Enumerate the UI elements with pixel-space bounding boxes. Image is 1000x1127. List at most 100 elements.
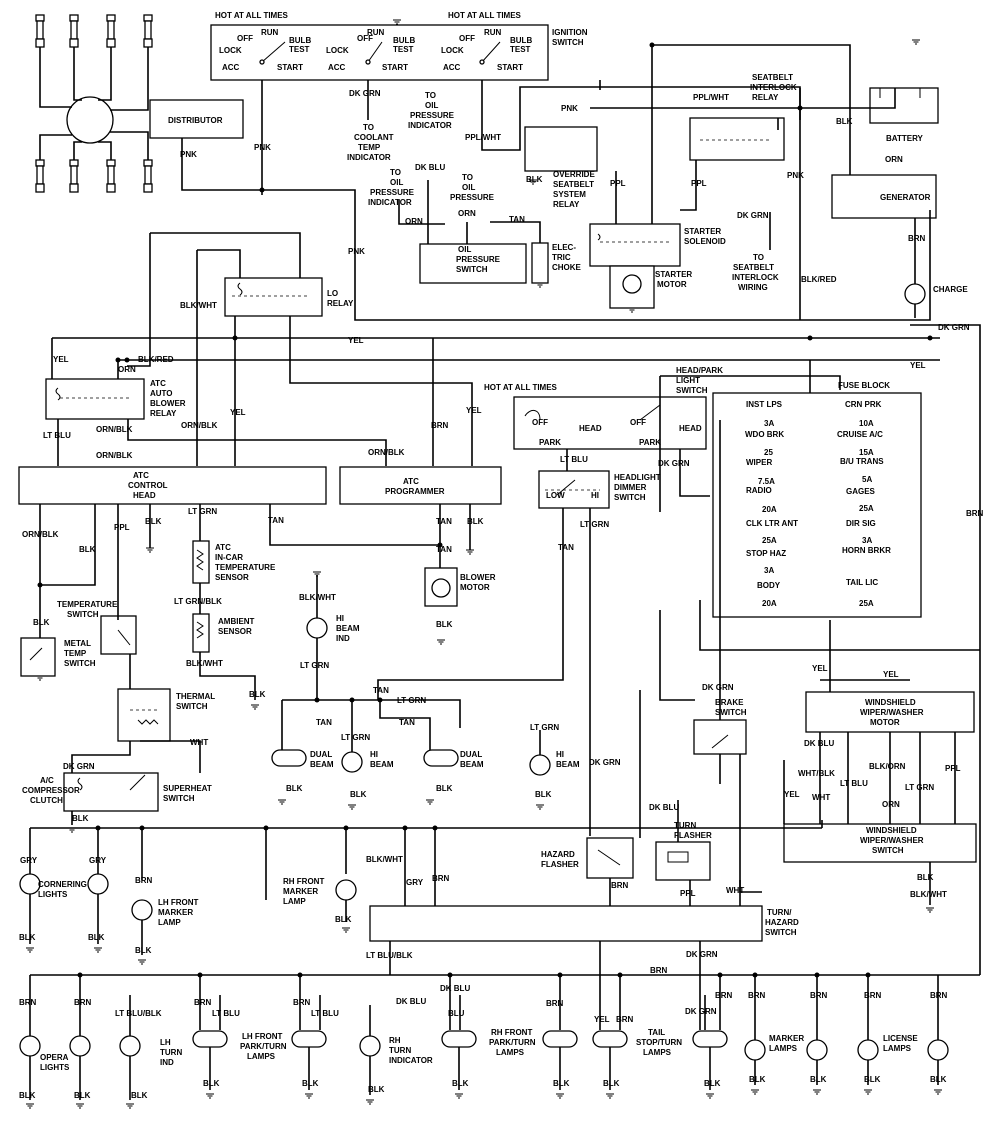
label-to-cool2: COOLANT xyxy=(354,133,394,142)
label-rhfp1: RH FRONT xyxy=(491,1028,532,1037)
label-blk-red-2: BLK/RED xyxy=(138,355,174,364)
label-blk-b5: BLK xyxy=(302,1079,319,1088)
label-hot-ign: HOT AT ALL TIMES xyxy=(215,11,289,20)
generator-box xyxy=(831,174,937,219)
label-tan-8: TAN xyxy=(399,718,415,727)
label-to-op2-2: OIL xyxy=(390,178,403,187)
label-hl-head1: HEAD xyxy=(579,424,602,433)
label-atc-prog2: PROGRAMMER xyxy=(385,487,445,496)
label-dk-grn-4: DK GRN xyxy=(658,459,690,468)
label-dk-grn-9: DK GRN xyxy=(685,1007,717,1016)
switch-contacts xyxy=(29,41,921,866)
label-f4b: 15A xyxy=(859,448,874,457)
label-brn-main: BRN xyxy=(650,966,668,975)
label-ign-sw2: SWITCH xyxy=(552,38,584,47)
splices xyxy=(37,42,933,978)
label-blk-b12: BLK xyxy=(810,1075,827,1084)
label-f5b: 7.5A xyxy=(758,477,775,486)
label-wss3: SWITCH xyxy=(872,846,904,855)
dimmer-switch-box xyxy=(538,470,610,509)
label-mark1: MARKER xyxy=(769,1034,804,1043)
label-f9a: CLK LTR ANT xyxy=(746,519,798,528)
label-dk-grn-8: DK GRN xyxy=(686,950,718,959)
label-orn-blk-2: ORN/BLK xyxy=(181,421,218,430)
label-lic2: LAMPS xyxy=(883,1044,912,1053)
label-ign-lock1: LOCK xyxy=(219,46,242,55)
label-brn-11: BRN xyxy=(616,1015,634,1024)
label-orn-blk-5: ORN/BLK xyxy=(22,530,59,539)
label-mark2: LAMPS xyxy=(769,1044,798,1053)
label-tan-3: TAN xyxy=(268,516,284,525)
label-orn-blk-4: ORN/BLK xyxy=(368,448,405,457)
label-ign-start3: START xyxy=(497,63,523,72)
label-choke1: ELEC- xyxy=(552,243,576,252)
label-haz-fl1: HAZARD xyxy=(541,850,575,859)
label-thermal2: SWITCH xyxy=(176,702,208,711)
label-f2a: CRN PRK xyxy=(845,400,882,409)
label-lt-grn-7: LT GRN xyxy=(905,783,934,792)
label-atc-relay3: BLOWER xyxy=(150,399,186,408)
label-wsm1: WINDSHIELD xyxy=(865,698,916,707)
label-db-1a: DUAL xyxy=(310,750,332,759)
label-f6b: 5A xyxy=(862,475,872,484)
label-dk-grn-6: DK GRN xyxy=(589,758,621,767)
distributor-box xyxy=(149,99,244,139)
label-blk-14: BLK xyxy=(917,873,934,882)
label-tail2: STOP/TURN xyxy=(636,1038,682,1047)
label-f8b: 25A xyxy=(859,504,874,513)
lo-relay-box xyxy=(224,277,323,317)
label-atc-relay2: AUTO xyxy=(150,389,173,398)
label-f4a: CRUISE A/C xyxy=(837,430,883,439)
label-to-sbi1: TO xyxy=(753,253,764,262)
label-ign-bulb2: BULB xyxy=(393,36,415,45)
label-db-2b: BEAM xyxy=(460,760,484,769)
label-superheat1: SUPERHEAT xyxy=(163,784,212,793)
label-atc-head3: HEAD xyxy=(133,491,156,500)
label-ign-test1: TEST xyxy=(289,45,310,54)
label-tan-1: TAN xyxy=(509,215,525,224)
label-blk-15: BLK xyxy=(19,933,36,942)
label-temp-sw1: TEMPERATURE xyxy=(57,600,118,609)
label-dk-blu-5: DK BLU xyxy=(440,984,470,993)
label-ppl-4: PPL xyxy=(680,889,696,898)
label-orn-4: ORN xyxy=(118,365,136,374)
label-brn-8: BRN xyxy=(194,998,212,1007)
label-lt-blu-1: LT BLU xyxy=(43,431,71,440)
headlight-switch-box xyxy=(513,396,707,450)
label-lt-grn-2: LT GRN xyxy=(188,507,217,516)
label-ign-test3: TEST xyxy=(510,45,531,54)
metal-temp-switch-box xyxy=(20,637,56,677)
label-orn-blk-3: ORN/BLK xyxy=(96,451,133,460)
label-ppl-2: PPL xyxy=(691,179,707,188)
label-ppl-3: PPL xyxy=(114,523,130,532)
label-ign-off2: OFF xyxy=(357,34,373,43)
label-to-op3-2: OIL xyxy=(462,183,475,192)
charge-lamp xyxy=(904,283,926,305)
label-incar2: IN-CAR xyxy=(215,553,243,562)
label-fuse-block: FUSE BLOCK xyxy=(838,381,890,390)
label-choke2: TRIC xyxy=(552,253,571,262)
label-pnk-1: PNK xyxy=(254,143,271,152)
label-tail1: TAIL xyxy=(648,1028,665,1037)
label-turn-fl2: FLASHER xyxy=(674,831,712,840)
label-lhturn3: IND xyxy=(160,1058,174,1067)
label-st-mot2: MOTOR xyxy=(657,280,687,289)
label-ovr3: SYSTEM xyxy=(553,190,586,199)
label-lt-grn-4: LT GRN xyxy=(397,696,426,705)
label-rhfm3: LAMP xyxy=(283,897,306,906)
starter-solenoid-box xyxy=(589,223,681,267)
label-f8a: GAGES xyxy=(846,487,876,496)
label-dist: DISTRIBUTOR xyxy=(168,116,223,125)
label-blk-1: BLK xyxy=(526,175,543,184)
brake-switch-box xyxy=(693,719,747,755)
label-wsm3: MOTOR xyxy=(870,718,900,727)
label-lhturn2: TURN xyxy=(160,1048,182,1057)
label-yel-2: YEL xyxy=(53,355,69,364)
label-brn-3: BRN xyxy=(611,881,629,890)
label-blk-b10: BLK xyxy=(704,1079,721,1088)
label-to-oilp3: PRESSURE xyxy=(410,111,455,120)
label-f14b: 25A xyxy=(859,599,874,608)
label-db-1b: BEAM xyxy=(310,760,334,769)
label-f1b: 3A xyxy=(764,419,774,428)
label-lhfp2: PARK/TURN xyxy=(240,1042,287,1051)
